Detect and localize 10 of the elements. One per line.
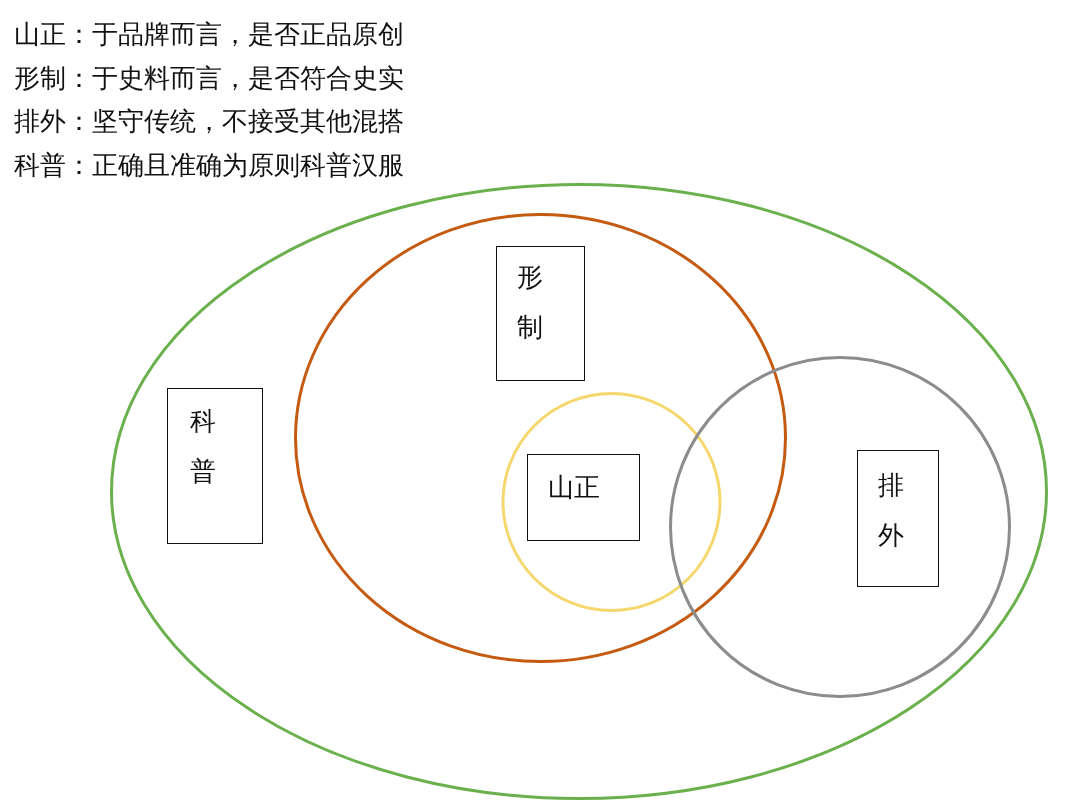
label-box: 排外 [857,450,939,587]
legend-note: 排外：坚守传统，不接受其他混搭 [14,107,404,137]
legend-note: 形制：于史料而言，是否符合史实 [14,63,404,94]
venn-ellipse [110,183,1048,800]
label-box: 山正 [527,454,640,541]
label-box: 形制 [496,246,585,381]
legend-note: 山正：于品牌而言，是否正品原创 [14,20,404,50]
legend-note: 科普：正确且准确为原则科普汉服 [14,150,404,181]
venn-ellipse [294,213,787,663]
label-box: 科普 [167,388,263,544]
